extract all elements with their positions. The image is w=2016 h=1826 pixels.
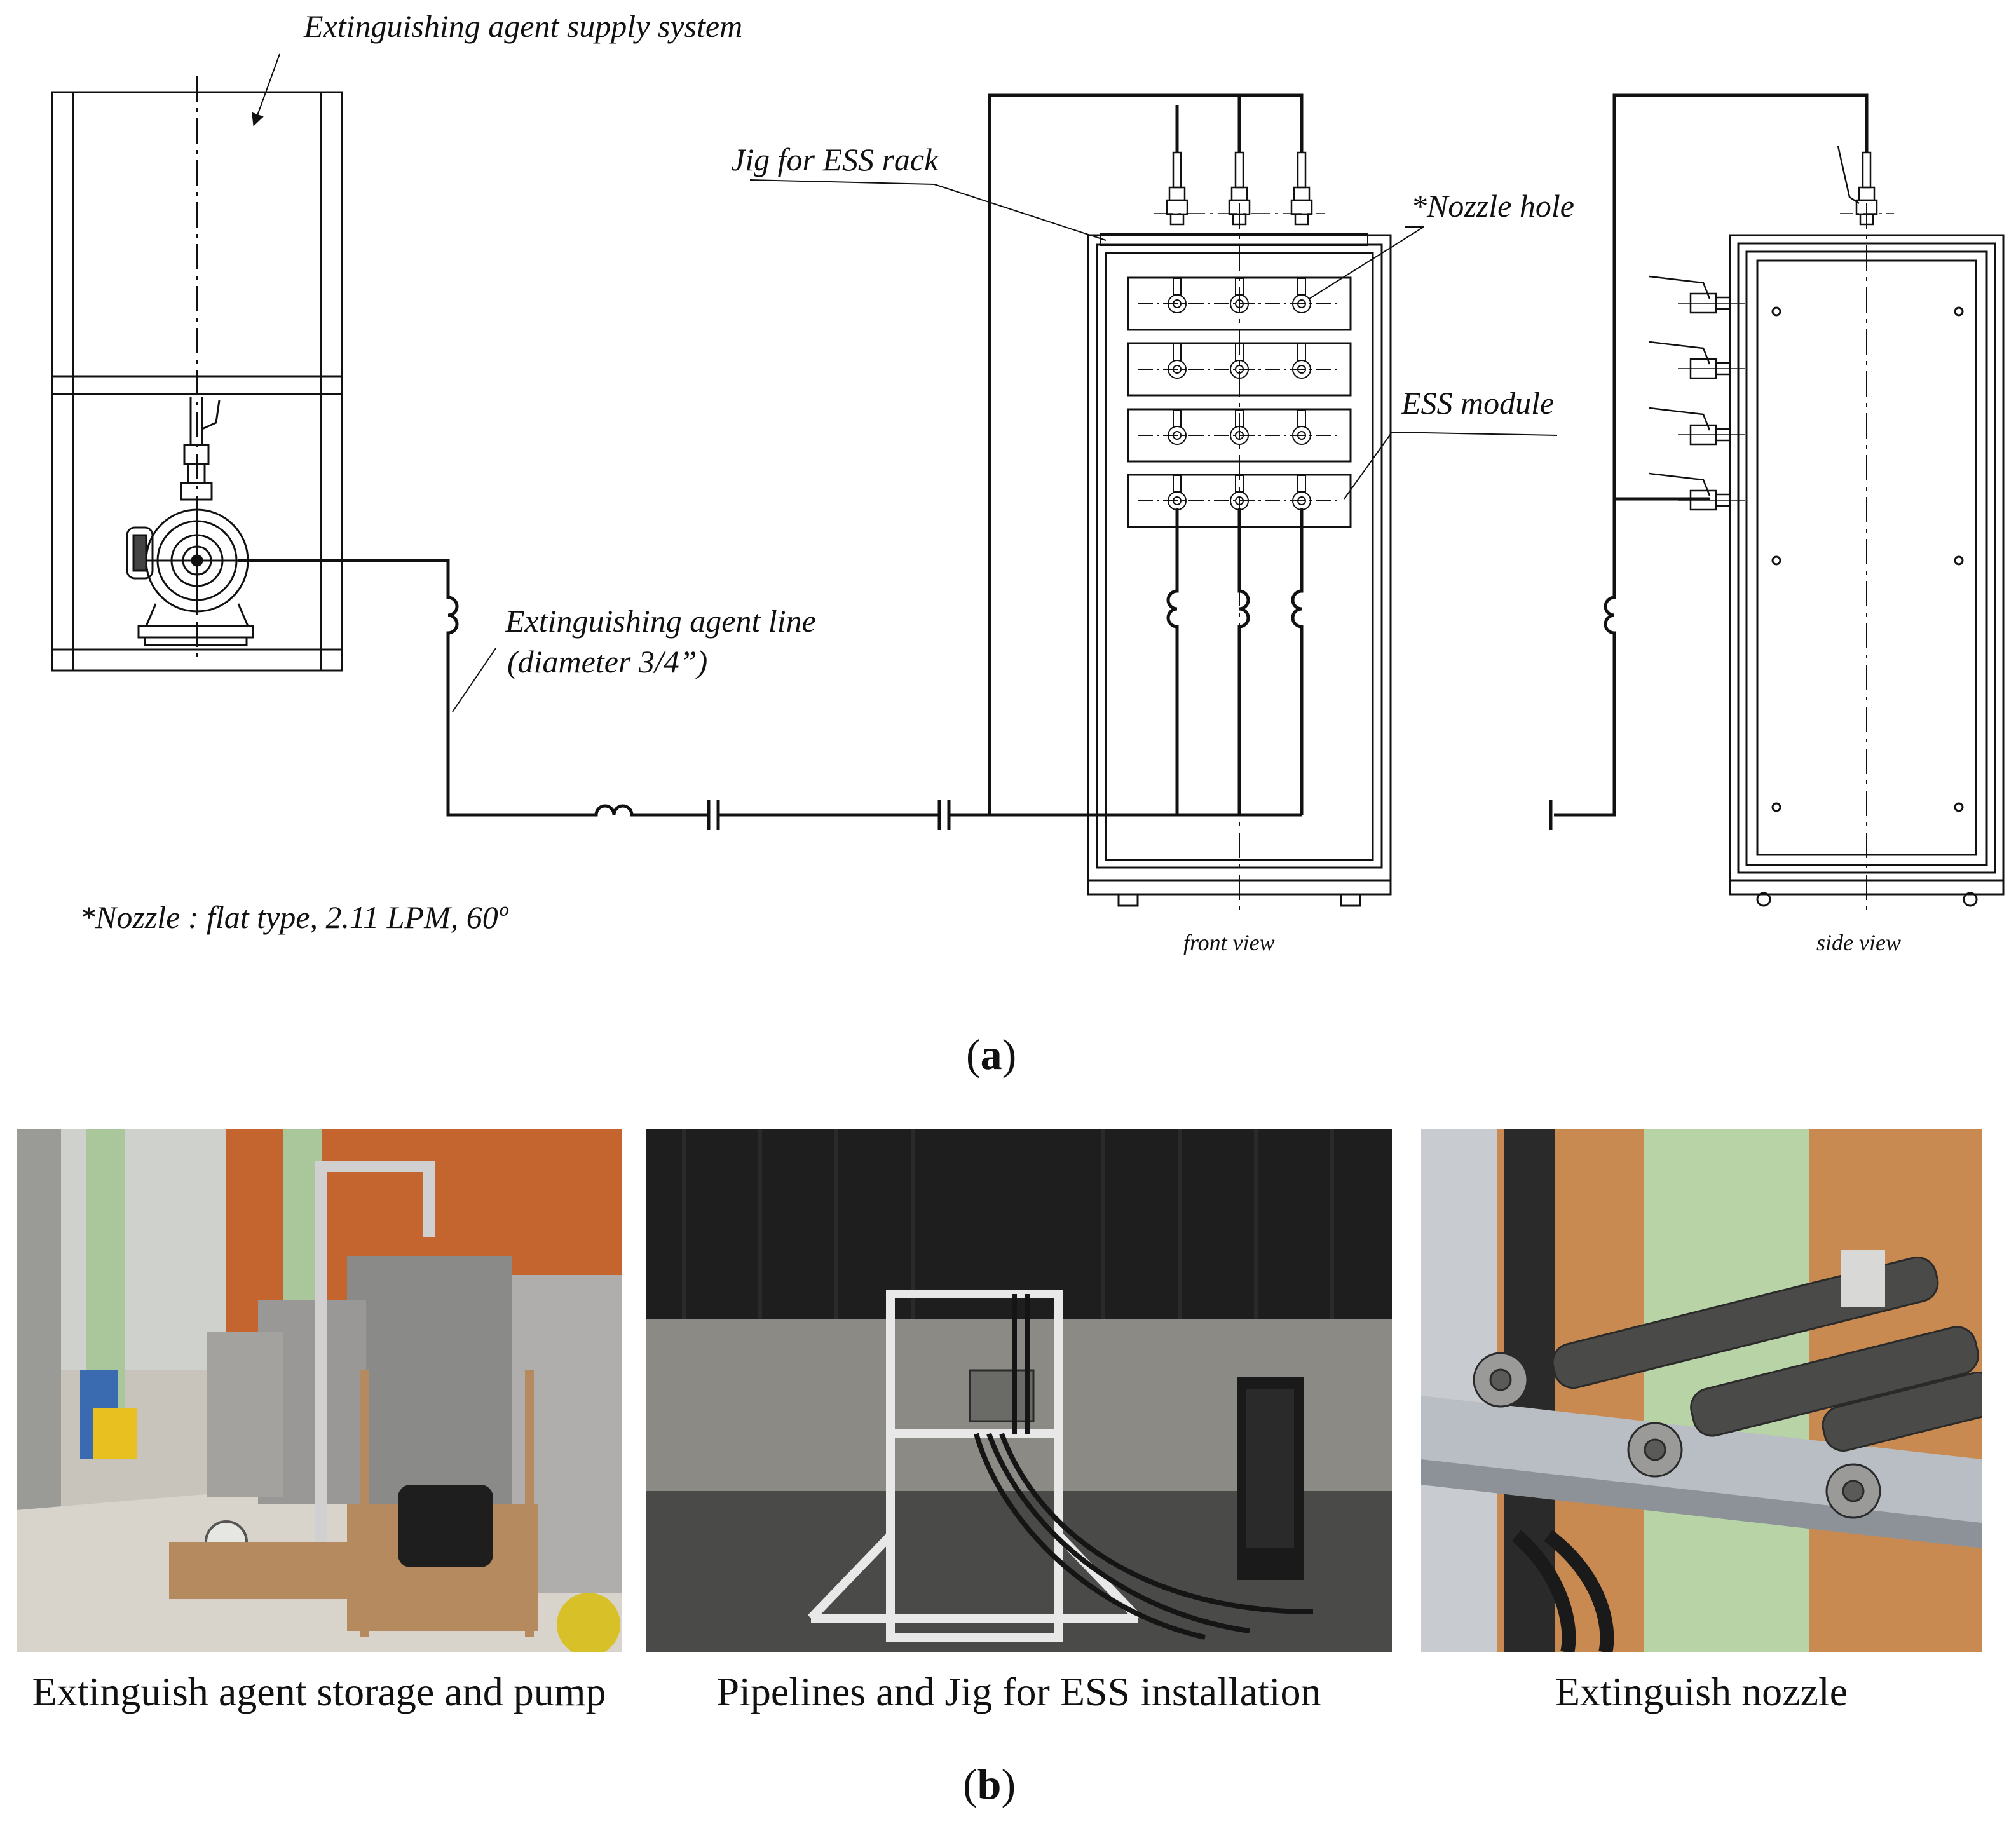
caption-a-open: ( [966, 1030, 981, 1079]
side-piping [1549, 93, 1869, 830]
side-top-nozzle [1837, 146, 1894, 226]
label-agent-line: Extinguishing agent line [505, 603, 816, 639]
photo-nozzle [1421, 1129, 1982, 1652]
agent-line [238, 93, 1304, 830]
caption-a-close: ) [1002, 1030, 1017, 1079]
photo-caption-storage-pump: Extinguish agent storage and pump [32, 1669, 606, 1714]
label-front-view: front view [1183, 930, 1275, 955]
caption-b-open: ( [963, 1760, 977, 1808]
label-side-view: side view [1816, 930, 1901, 955]
side-module-nozzles [1649, 275, 1745, 511]
caption-b-letter: b [977, 1760, 1002, 1808]
system-drawing [51, 53, 2005, 915]
front-top-nozzles [1154, 151, 1325, 226]
supply-system-frame [51, 76, 343, 672]
side-view-rack [1729, 203, 2005, 915]
caption-b: (b) [963, 1759, 1016, 1809]
label-supply-system: Extinguishing agent supply system [304, 8, 743, 44]
label-ess-module: ESS module [1401, 385, 1555, 421]
photo-caption-pipelines-jig: Pipelines and Jig for ESS installation [716, 1669, 1321, 1714]
caption-a-letter: a [980, 1030, 1002, 1079]
label-nozzle-note: *Nozzle : flat type, 2.11 LPM, 60º [79, 899, 508, 935]
caption-b-close: ) [1001, 1760, 1016, 1808]
front-vertical-pipes [1166, 508, 1304, 815]
label-nozzle-hole: *Nozzle hole [1411, 188, 1574, 224]
label-agent-line-diameter: (diameter 3/4”) [507, 644, 708, 679]
photo-pipelines-jig [646, 1129, 1392, 1652]
photo-storage-pump [17, 1129, 622, 1652]
label-jig: Jig for ESS rack [731, 142, 939, 177]
pump-icon [126, 397, 254, 646]
caption-a: (a) [966, 1030, 1016, 1080]
photo-caption-nozzle: Extinguish nozzle [1555, 1669, 1848, 1714]
